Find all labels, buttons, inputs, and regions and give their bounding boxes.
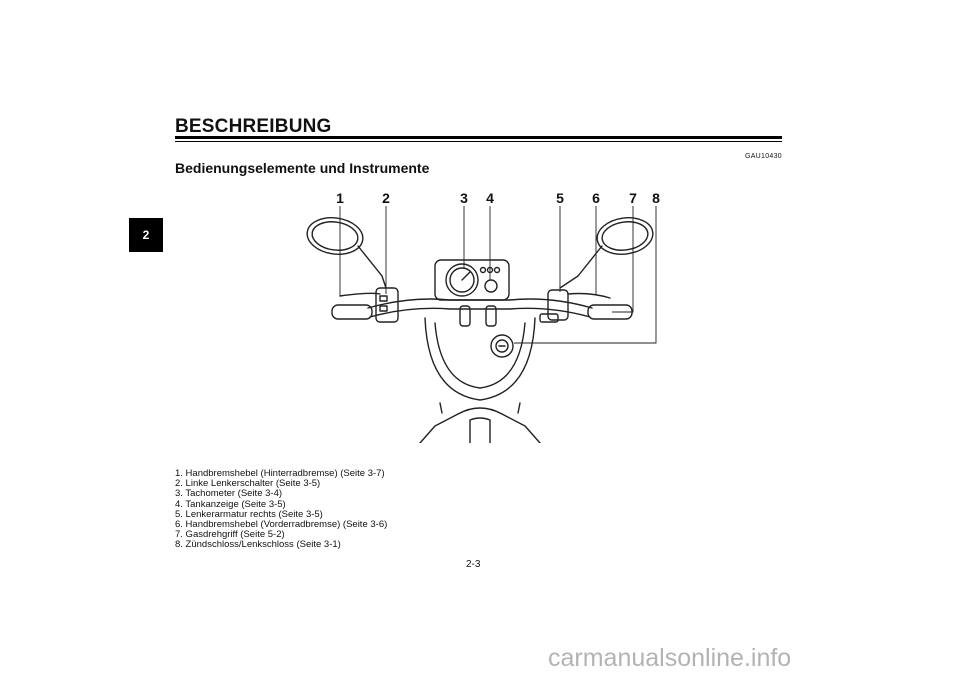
- leader-8: [514, 206, 657, 344]
- handlebar-drawing: 1 2 3 4 5 6 7 8: [306, 190, 660, 444]
- callout-5: 5: [556, 190, 564, 206]
- left-mirror: [306, 217, 364, 255]
- callout-4: 4: [486, 190, 494, 206]
- title-rule-thick: [175, 136, 782, 139]
- left-switch-housing: [375, 287, 399, 323]
- callout-2: 2: [382, 190, 390, 206]
- instrument-panel: [434, 259, 510, 301]
- left-fork-line: [419, 413, 459, 444]
- right-mirror: [596, 217, 654, 255]
- right-mirror-stem: [559, 245, 603, 289]
- callout-1: 1: [336, 190, 344, 206]
- legend-item: 4. Tankanzeige (Seite 3-5): [175, 498, 286, 510]
- section-title: BESCHREIBUNG: [175, 116, 332, 137]
- legend-item: 7. Gasdrehgriff (Seite 5-2): [175, 529, 285, 541]
- callout-8: 8: [652, 190, 660, 206]
- callout-7: 7: [629, 190, 637, 206]
- subsection-title: Bedienungselemente und Instrumente: [175, 160, 430, 176]
- left-brake-lever: [339, 292, 381, 297]
- legend-item: 3. Tachometer (Seite 3-4): [175, 488, 283, 500]
- front-fender: [469, 417, 491, 444]
- legend-item: 8. Zündschloss/Lenkschloss (Seite 3-1): [175, 539, 341, 551]
- legend-item: 5. Lenkerarmatur rechts (Seite 3-5): [175, 508, 323, 520]
- watermark: carmanualsonline.info: [548, 644, 792, 672]
- section-tab: 2: [129, 218, 163, 252]
- ignition-switch: [490, 334, 514, 358]
- legend-item: 1. Handbremshebel (Hinterradbremse) (Sei…: [175, 468, 385, 479]
- callout-6: 6: [592, 190, 600, 206]
- page-number: 2-3: [466, 559, 481, 570]
- legend-list: 1. Handbremshebel (Hinterradbremse) (Sei…: [175, 468, 388, 551]
- reference-code: GAU10430: [744, 153, 782, 160]
- title-rule-thin: [175, 141, 782, 142]
- speedometer-dial: [445, 263, 479, 297]
- handlebar-illustration: 1 2 3 4 5 6 7 8: [290, 188, 670, 444]
- leader-7: [612, 206, 634, 313]
- left-mirror-stem: [357, 245, 387, 289]
- legend-item: 2. Linke Lenkerschalter (Seite 3-5): [175, 478, 321, 490]
- headlight-cowl: [424, 317, 536, 401]
- fuel-gauge-dial: [484, 279, 498, 293]
- legend-item: 6. Handbremshebel (Vorderradbremse) (Sei…: [175, 519, 388, 531]
- right-fork-line: [501, 413, 541, 444]
- right-brake-lever: [567, 292, 611, 299]
- left-grip: [331, 304, 373, 320]
- callout-3: 3: [460, 190, 468, 206]
